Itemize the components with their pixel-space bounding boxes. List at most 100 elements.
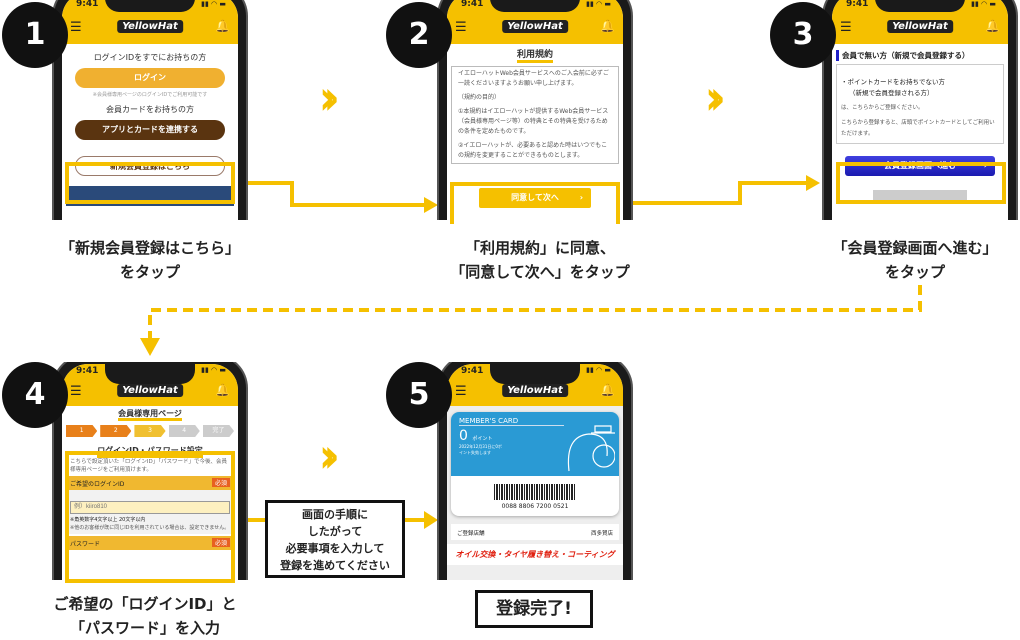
hamburger-icon[interactable]: ☰ xyxy=(840,20,852,35)
card-title: MEMBER'S CARD xyxy=(459,417,564,426)
chevron-right-icon: › xyxy=(579,193,583,202)
logo: YellowHat xyxy=(502,384,568,397)
expiry-note: 2022年12月31日に0ポイント失効します xyxy=(459,444,502,455)
mascot-illustration xyxy=(567,425,615,472)
step-number-1: 1 xyxy=(2,2,68,68)
service-banner[interactable]: オイル交換・タイヤ履き替え・コーティング xyxy=(447,544,623,565)
status-time: 9:41 xyxy=(461,0,484,9)
signal-icon: ▮▮ ◠ ▬ xyxy=(971,0,996,8)
progress-step: 3 xyxy=(134,425,166,437)
member-card: MEMBER'S CARD 0 ポイント 2022年12月31日に0ポイント失効… xyxy=(451,412,619,516)
logo: YellowHat xyxy=(502,20,568,33)
login-id-input[interactable] xyxy=(70,500,230,514)
highlight-box xyxy=(65,451,235,583)
points-unit: ポイント xyxy=(472,436,493,442)
points-value: 0 xyxy=(459,428,468,444)
bell-icon[interactable]: 🔔 xyxy=(215,383,230,397)
bell-icon[interactable]: 🔔 xyxy=(600,19,615,33)
status-time: 9:41 xyxy=(76,0,99,9)
card-number: 0088 8806 7200 0521 xyxy=(501,503,569,510)
gray-button xyxy=(873,190,967,200)
description: こちらで設定頂いた「ログインID」「パスワード」で今後、会員様専用ページをご利用… xyxy=(70,459,227,473)
signal-icon: ▮▮ ◠ ▬ xyxy=(586,366,611,374)
connector-2-3 xyxy=(620,181,808,205)
arrow-head xyxy=(424,197,438,213)
required-badge: 必須 xyxy=(211,478,230,487)
bell-icon[interactable]: 🔔 xyxy=(600,383,615,397)
phone-step-3: 9:41▮▮ ◠ ▬☰YellowHat🔔 会員で無い方（新規で会員登録する） … xyxy=(822,0,1018,220)
connector-3-4 xyxy=(148,285,922,340)
connector-1-2 xyxy=(236,181,425,207)
caption-step-4: ご希望の「ログインID」と「パスワード」を入力 xyxy=(53,595,237,637)
signal-icon: ▮▮ ◠ ▬ xyxy=(201,0,226,8)
step-number-2: 2 xyxy=(386,2,452,68)
status-time: 9:41 xyxy=(461,366,484,376)
section-title: 会員で無い方（新規で会員登録する） xyxy=(836,50,1004,61)
arrow-head xyxy=(140,338,160,356)
field-label: パスワード xyxy=(70,540,101,548)
arrow-head xyxy=(424,511,438,529)
step-number-3: 3 xyxy=(770,2,836,68)
terms-scrollbox[interactable]: イエローハットWeb会員サービスへのご入会前に必ずご一読くださいますようお願い申… xyxy=(451,66,619,164)
logo: YellowHat xyxy=(117,384,183,397)
rule: ※他のお客様が既に同じIDを利用されている場合は、設定できません。 xyxy=(70,524,230,531)
required-badge: 必須 xyxy=(211,537,230,547)
progress-step: 完了 xyxy=(202,425,235,437)
double-chevron-icon: ›› xyxy=(319,70,339,126)
barcode xyxy=(494,484,576,500)
text: （新規で会員登録される方） xyxy=(849,89,934,97)
logo: YellowHat xyxy=(887,20,953,33)
text: は、こちらからご登録ください。 xyxy=(841,105,924,111)
register-button[interactable]: 新規会員登録はこちら xyxy=(75,156,225,176)
heading: ログインIDをすでにお持ちの方 xyxy=(93,53,207,62)
terms-text: （規約の目的） xyxy=(458,94,501,101)
caption-step-1: 「新規会員登録はこちら」をタップ xyxy=(59,239,240,281)
bell-icon[interactable]: 🔔 xyxy=(985,19,1000,33)
field-label: ご希望のログインID xyxy=(70,481,125,488)
status-time: 9:41 xyxy=(846,0,869,9)
terms-text: ①本規約はイエローハットが提供するWeb会員サービス（会員様専用ページ等）の特典… xyxy=(458,108,609,135)
progress-step: 1 xyxy=(66,425,98,437)
text: ・ポイントカードをお持ちでない方 xyxy=(841,78,945,86)
arrow-head xyxy=(806,175,820,191)
logo: YellowHat xyxy=(117,20,183,33)
bell-icon[interactable]: 🔔 xyxy=(215,19,230,33)
signal-icon: ▮▮ ◠ ▬ xyxy=(201,366,226,374)
agree-next-button[interactable]: 同意して次へ › xyxy=(479,188,591,208)
progress-step: 4 xyxy=(168,425,200,437)
highlight-box xyxy=(65,162,235,204)
caption-step-2: 「利用規約」に同意、「同意して次へ」をタップ xyxy=(450,239,630,281)
store-name: 西多賀店 xyxy=(590,531,613,537)
hamburger-icon[interactable]: ☰ xyxy=(455,384,467,399)
status-time: 9:41 xyxy=(76,366,99,376)
caption-step-3: 「会員登録画面へ進む」をタップ xyxy=(832,239,998,281)
progress-step: 2 xyxy=(100,425,132,437)
hamburger-icon[interactable]: ☰ xyxy=(455,20,467,35)
link-app-button[interactable]: アプリとカードを連携する xyxy=(75,120,225,140)
agree-label: 同意して次へ xyxy=(511,193,559,202)
text: こちらから登録すると、店頭でポイントカードとしてご利用いただけます。 xyxy=(841,120,995,137)
hamburger-icon[interactable]: ☰ xyxy=(70,20,82,35)
completion-label: 登録完了! xyxy=(475,590,593,628)
double-chevron-icon: ›› xyxy=(319,428,339,484)
section-title: ログインID・パスワード設定 xyxy=(97,446,203,458)
page-title: 会員様専用ページ xyxy=(118,409,182,421)
double-chevron-icon: ›› xyxy=(705,70,725,126)
terms-title: 利用規約 xyxy=(516,50,553,63)
highlight-box xyxy=(836,162,1006,204)
phone-step-5: 9:41 ▮▮ ◠ ▬ ☰ YellowHat 🔔 MEMBER'S CARD 0 ポイ… xyxy=(437,362,633,580)
terms-text: ②イエローハットが、必要あると認めた時はいつでもこの規約を変更することができるも… xyxy=(458,142,608,159)
store-label: ご登録店舗 xyxy=(457,531,485,537)
terms-text: イエローハットWeb会員サービスへのご入会前に必ずご一読くださいますようお願い申… xyxy=(458,70,609,87)
step-number-4: 4 xyxy=(2,362,68,428)
login-button[interactable]: ログイン xyxy=(75,68,225,88)
hamburger-icon[interactable]: ☰ xyxy=(70,384,82,399)
step-number-5: 5 xyxy=(386,362,452,428)
phone-step-1: 9:41 ▮▮ ◠ ▬ ☰ YellowHat 🔔 ログインIDをすでにお持ちの方 ログ… xyxy=(52,0,248,220)
instruction-box: 画面の手順にしたがって必要事項を入力して登録を進めてください xyxy=(265,500,405,578)
note: ※会員様専用ページのログインIDでご利用可能です xyxy=(92,92,208,98)
signal-icon: ▮▮ ◠ ▬ xyxy=(586,0,611,8)
